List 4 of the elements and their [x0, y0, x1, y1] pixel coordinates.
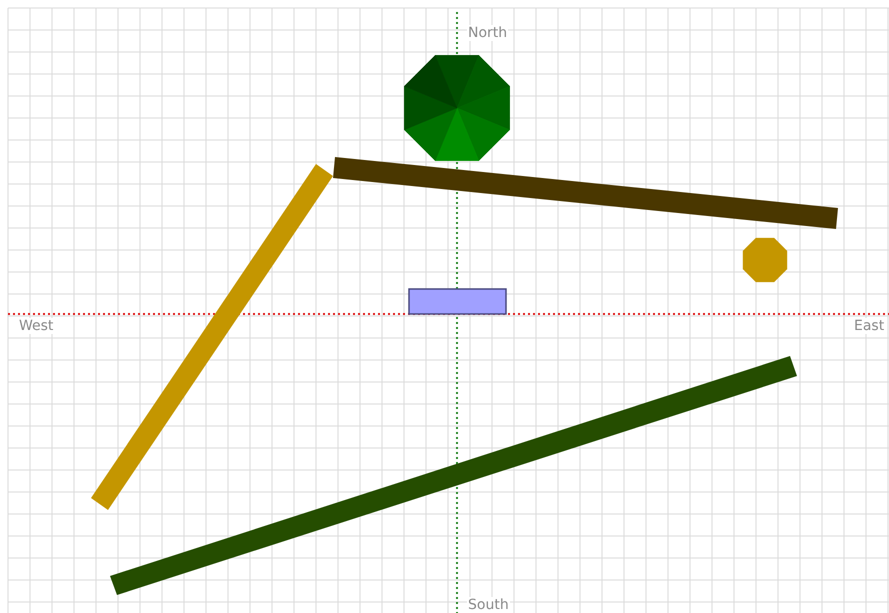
compass-label: North: [467, 25, 508, 41]
compass-label: South: [467, 597, 510, 613]
compass-label: East: [853, 318, 886, 334]
compass-label: West: [18, 318, 54, 334]
